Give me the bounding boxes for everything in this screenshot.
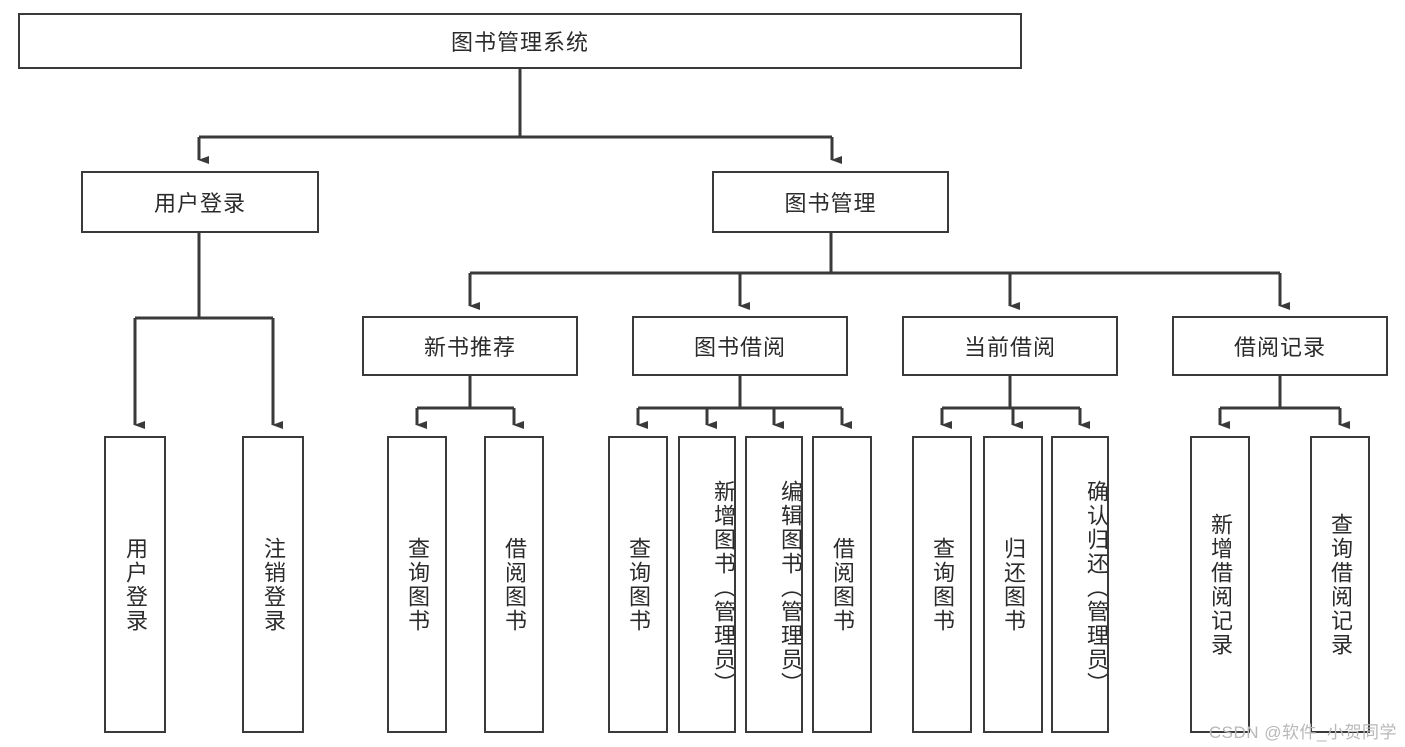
node-leaf-edit-book[interactable]: 编辑图书（管理员） bbox=[745, 436, 803, 733]
node-label: 新增图书（管理员） bbox=[711, 479, 736, 696]
node-leaf-add-borrow-record[interactable]: 新增借阅记录 bbox=[1190, 436, 1250, 733]
node-current-borrow[interactable]: 当前借阅 bbox=[902, 316, 1118, 376]
node-label: 用户登录 bbox=[153, 191, 246, 216]
node-book-manage[interactable]: 图书管理 bbox=[712, 171, 949, 233]
node-label: 当前借阅 bbox=[963, 335, 1056, 360]
node-book-borrow[interactable]: 图书借阅 bbox=[632, 316, 848, 376]
connector-group-current-borrow bbox=[940, 376, 1090, 429]
node-label: 查询图书 bbox=[405, 536, 430, 633]
node-label: 归还图书 bbox=[1001, 536, 1026, 633]
node-label: 查询图书 bbox=[626, 536, 651, 633]
node-label: 图书管理 bbox=[784, 191, 877, 216]
connector-group-root bbox=[197, 69, 842, 164]
node-leaf-logout[interactable]: 注销登录 bbox=[242, 436, 304, 733]
node-label: 借阅图书 bbox=[830, 536, 855, 633]
node-leaf-add-book[interactable]: 新增图书（管理员） bbox=[678, 436, 736, 733]
node-leaf-query-book-1[interactable]: 查询图书 bbox=[387, 436, 447, 733]
node-label: 图书管理系统 bbox=[450, 30, 589, 55]
node-label: 图书借阅 bbox=[693, 335, 786, 360]
connector-group-user-login bbox=[133, 233, 283, 429]
connector-group-new-book-rec bbox=[415, 376, 524, 429]
node-label: 注销登录 bbox=[261, 536, 286, 633]
connector-group-book-manage bbox=[468, 233, 1290, 310]
node-label: 查询借阅记录 bbox=[1328, 512, 1353, 657]
connector-group-book-borrow bbox=[636, 376, 852, 429]
node-leaf-user-login[interactable]: 用户登录 bbox=[104, 436, 166, 733]
node-leaf-confirm-return[interactable]: 确认归还（管理员） bbox=[1051, 436, 1109, 733]
node-leaf-query-borrow-record[interactable]: 查询借阅记录 bbox=[1310, 436, 1370, 733]
node-label: 借阅记录 bbox=[1233, 335, 1326, 360]
node-leaf-borrow-book-2[interactable]: 借阅图书 bbox=[812, 436, 872, 733]
node-borrow-record[interactable]: 借阅记录 bbox=[1172, 316, 1388, 376]
node-label: 新书推荐 bbox=[423, 335, 516, 360]
csdn-watermark: CSDN @软件_小贺同学 bbox=[1208, 723, 1397, 742]
node-leaf-return-book[interactable]: 归还图书 bbox=[983, 436, 1043, 733]
node-leaf-query-book-2[interactable]: 查询图书 bbox=[608, 436, 668, 733]
node-new-book-recommend[interactable]: 新书推荐 bbox=[362, 316, 578, 376]
connector-group-borrow-record bbox=[1218, 376, 1350, 429]
node-label: 确认归还（管理员） bbox=[1084, 479, 1109, 696]
node-label: 用户登录 bbox=[123, 536, 148, 633]
node-label: 借阅图书 bbox=[502, 536, 527, 633]
node-leaf-borrow-book-1[interactable]: 借阅图书 bbox=[484, 436, 544, 733]
node-user-login[interactable]: 用户登录 bbox=[81, 171, 319, 233]
node-leaf-query-book-3[interactable]: 查询图书 bbox=[912, 436, 972, 733]
node-root-title[interactable]: 图书管理系统 bbox=[18, 13, 1022, 69]
node-label: 新增借阅记录 bbox=[1208, 512, 1233, 657]
node-label: 编辑图书（管理员） bbox=[778, 479, 803, 696]
node-label: 查询图书 bbox=[930, 536, 955, 633]
